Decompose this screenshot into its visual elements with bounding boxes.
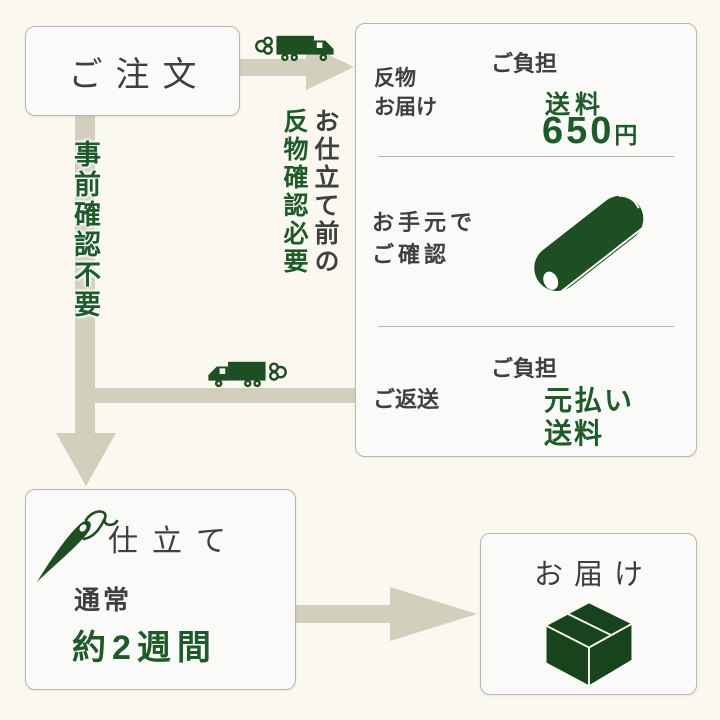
tailor-label: 仕立て [108,525,240,558]
return-fee-label: 元払い 送料 [544,385,635,450]
fabric-delivery-label: 反物 お届け [374,67,437,120]
truck-left-icon [208,361,287,388]
check-label: お手元で ご確認 [372,210,477,267]
arrow-tailor-to-deliver-shaft [296,605,392,623]
delivery-burden-label: ご負担 [491,51,558,76]
return-burden-label: ご負担 [491,356,558,381]
shipping-fee-label: 送料 [545,91,606,119]
fabric-roll-icon [534,194,645,293]
shipping-fee-amount: 650円 [542,110,638,152]
arrow-tailor-to-deliver-head [390,587,477,641]
precheck-note: 事前確認不要 [70,140,100,320]
flow-line-vertical [75,116,95,434]
divider [378,326,674,327]
deliver-label: お届け [533,559,654,591]
flow-line-return [95,388,355,403]
divider [378,156,674,157]
vertical-note-dark: お仕立て前の [311,108,339,276]
truck-right-icon [255,35,334,62]
vertical-note: お仕立て前の 反物確認必要 [278,108,340,308]
tailor-duration-label: 通常 [74,585,133,615]
arrow-order-to-explain-shaft [240,59,308,76]
deliver-box: お届け [480,533,697,695]
tailor-duration-value: 約2週間 [72,629,217,667]
return-label: ご返送 [373,387,440,412]
needle-icon [37,510,119,582]
parcel-icon [544,601,634,688]
tailor-box: 仕立て 通常 約2週間 [25,489,296,690]
explain-box: 反物 お届け ご負担 送料 650円 お手元で ご確認 ご負担 ご返送 元払い [355,23,697,457]
vertical-note-green: 反物確認必要 [280,108,308,276]
order-box: ご注文 [25,26,240,116]
order-label: ご注文 [68,55,210,94]
arrow-down-head [56,433,116,486]
